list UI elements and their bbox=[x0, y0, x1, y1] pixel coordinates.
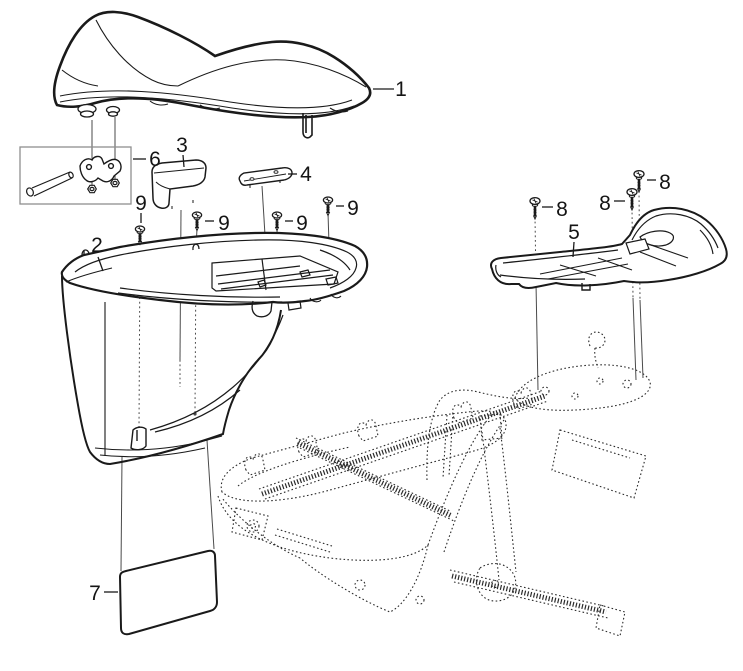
box-bottom-clip bbox=[130, 426, 147, 451]
callout-3: 3 bbox=[176, 134, 188, 168]
screw-9-2 bbox=[190, 210, 204, 232]
frame-reference bbox=[217, 331, 651, 637]
callout-7: 7 bbox=[89, 582, 118, 605]
callouts: 1 2 3 4 5 6 7 8 bbox=[89, 78, 671, 605]
callout-8-right-label: 8 bbox=[659, 171, 671, 194]
callout-1: 1 bbox=[373, 78, 407, 101]
callout-7-label: 7 bbox=[89, 582, 101, 605]
callout-4: 4 bbox=[288, 163, 312, 186]
callout-9-2-label: 9 bbox=[218, 212, 230, 235]
kit-grouping-box bbox=[19, 146, 132, 205]
callout-2-label: 2 bbox=[91, 234, 103, 257]
seat-hinge-posts bbox=[77, 103, 121, 118]
box-latch-pocket bbox=[251, 300, 273, 318]
callout-8-right: 8 bbox=[647, 171, 671, 194]
screw-9-1 bbox=[133, 224, 147, 246]
screw-9-4 bbox=[321, 195, 335, 217]
seat bbox=[52, 10, 372, 139]
hinge-bracket bbox=[79, 155, 122, 183]
callout-8-left: 8 bbox=[542, 198, 568, 221]
callout-9-4-label: 9 bbox=[347, 197, 359, 220]
callout-3-label: 3 bbox=[176, 134, 188, 157]
callout-6: 6 bbox=[133, 148, 161, 171]
callout-4-label: 4 bbox=[300, 163, 312, 186]
callout-9-1-label: 9 bbox=[135, 192, 147, 215]
bracket-strip bbox=[238, 167, 293, 188]
callout-1-label: 1 bbox=[395, 78, 407, 101]
box-inner-tray bbox=[211, 249, 351, 292]
bolt-8-middle bbox=[625, 187, 639, 212]
hinge-nuts bbox=[86, 178, 120, 194]
seat-hinge-kit bbox=[19, 146, 132, 205]
luggage-box bbox=[60, 231, 369, 466]
screw-9-3 bbox=[270, 210, 284, 232]
bolt-8-right bbox=[632, 169, 646, 194]
callout-9-4: 9 bbox=[336, 197, 359, 220]
hinge-pin bbox=[25, 171, 74, 197]
carrier-outline bbox=[490, 206, 728, 289]
bolt-8-left bbox=[528, 196, 542, 221]
callout-2: 2 bbox=[91, 234, 104, 272]
callout-9-3-label: 9 bbox=[296, 212, 308, 235]
callout-9-3: 9 bbox=[285, 212, 308, 235]
callout-5-label: 5 bbox=[568, 221, 580, 244]
callout-8-middle: 8 bbox=[599, 192, 625, 215]
rear-carrier bbox=[490, 206, 728, 291]
callout-5: 5 bbox=[568, 221, 580, 258]
callout-8-left-label: 8 bbox=[556, 198, 568, 221]
box-mat bbox=[118, 549, 219, 636]
callout-8-middle-label: 8 bbox=[599, 192, 611, 215]
callout-9-1: 9 bbox=[135, 192, 147, 223]
carrier-mount-boss bbox=[625, 238, 650, 255]
seat-outline bbox=[52, 10, 372, 119]
rubber-flap bbox=[151, 159, 207, 209]
callout-9-2: 9 bbox=[205, 212, 230, 235]
seat-strap-loop bbox=[302, 113, 313, 139]
callout-6-label: 6 bbox=[149, 148, 161, 171]
